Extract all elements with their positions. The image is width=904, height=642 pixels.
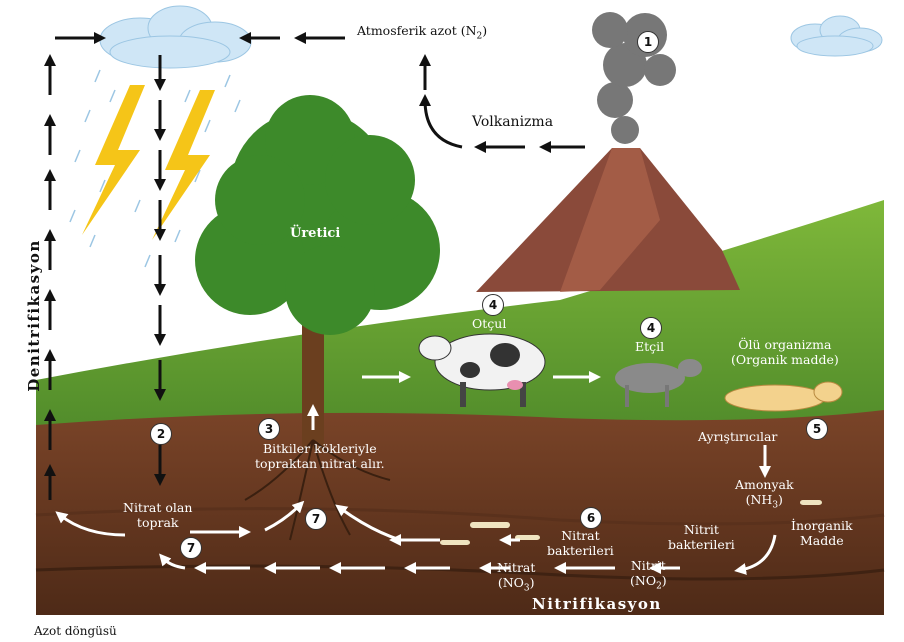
roots-line2: topraktan nitrat alır. (255, 456, 385, 471)
dead-organism-line2: (Organik madde) (731, 352, 839, 367)
wolf (615, 359, 702, 407)
herbivore-label: Otçul (472, 316, 507, 331)
tree-roots (244, 439, 391, 541)
dead-animal (724, 381, 843, 412)
ammonia-line2: (NH3) (745, 492, 783, 511)
inorganic-matter-label: İnorganik Madde (791, 518, 853, 548)
nitrate-soil-label: Nitrat olan toprak (123, 500, 192, 530)
step-badge-4-herbivore: 4 (482, 294, 504, 316)
nitrate-soil-line1: Nitrat olan (123, 500, 193, 515)
step-badge-3: 3 (258, 418, 280, 440)
step-badge-5: 5 (806, 418, 828, 440)
ammonia-line1: Amonyak (735, 477, 794, 492)
atmospheric-nitrogen-label: Atmosferik azot (N2) (357, 23, 488, 42)
figure-caption: Azot döngüsü (34, 624, 117, 638)
bones (440, 500, 822, 545)
volcanism-label: Volkanizma (472, 114, 554, 130)
step-badge-6: 6 (580, 507, 602, 529)
nitrate-line2: (NO3) (497, 575, 535, 594)
nitrite-bacteria-label: Nitrit bakterileri (668, 522, 735, 552)
nitrification-label: Nitrifikasyon (532, 595, 662, 613)
nitrite-bacteria-line2: bakterileri (668, 537, 735, 552)
denitrification-label: Denitrifikasyon (24, 239, 43, 392)
step-badge-7-roots: 7 (305, 508, 327, 530)
lightning-bolt (82, 85, 145, 235)
volcanism-arrows (419, 54, 585, 153)
white-arrows (55, 371, 777, 575)
producer-label: Üretici (290, 226, 341, 241)
roots-label: Bitkiler kökleriyle topraktan nitrat alı… (255, 441, 385, 471)
nitrate-label: Nitrat (NO3) (497, 560, 535, 597)
inorganic-line1: İnorganik (791, 518, 853, 533)
cow (418, 333, 546, 407)
carnivore-label: Etçil (635, 339, 665, 354)
nitrite-line1: Nitrit (630, 558, 666, 573)
rain-cloud (99, 5, 252, 69)
nitrate-bacteria-line1: Nitrat (561, 528, 600, 543)
nitrite-line2: (NO2) (630, 573, 667, 592)
tree-canopy (195, 95, 440, 335)
dead-organism-label: Ölü organizma (Organik madde) (731, 337, 839, 367)
nitrite-bacteria-line1: Nitrit (683, 522, 719, 537)
small-cloud (790, 15, 883, 57)
roots-line1: Bitkiler kökleriyle (262, 441, 377, 456)
decomposers-label: Ayrıştırıcılar (698, 429, 778, 444)
lightning-bolt (152, 90, 215, 240)
nitrate-soil-line2: toprak (136, 515, 179, 530)
inorganic-line2: Madde (799, 533, 844, 548)
step-badge-2: 2 (150, 423, 172, 445)
nitrite-label: Nitrit (NO2) (630, 558, 667, 595)
denitrification-arrows (44, 32, 106, 500)
step-badge-1: 1 (637, 31, 659, 53)
nitrate-line1: Nitrat (497, 560, 536, 575)
nitrate-bacteria-line2: bakterileri (547, 543, 614, 558)
ammonia-label: Amonyak (NH3) (735, 477, 794, 514)
nitrate-bacteria-label: Nitrat bakterileri (547, 528, 614, 558)
step-badge-4-carnivore: 4 (640, 317, 662, 339)
volcano-smoke (592, 12, 676, 144)
step-badge-7-soil: 7 (180, 537, 202, 559)
dead-organism-line1: Ölü organizma (738, 337, 832, 352)
